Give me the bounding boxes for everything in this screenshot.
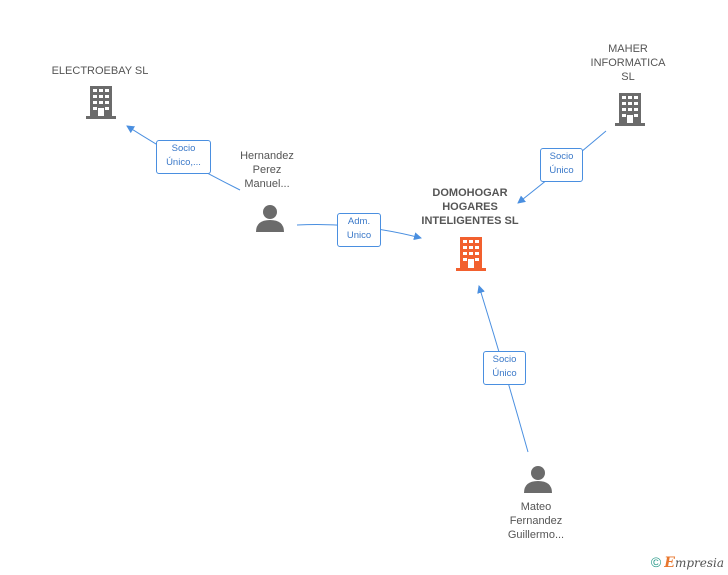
main-building-icon[interactable] <box>456 237 486 271</box>
node-label-mateo[interactable]: Mateo Fernandez Guillermo... <box>507 501 565 541</box>
brand-logo: Empresia <box>664 555 724 571</box>
edge-label-socio-unico-mateo: Socio Único <box>483 351 526 385</box>
footer-brand: © Empresia <box>651 554 724 571</box>
node-label-electroebay[interactable]: ELECTROEBAY SL <box>51 65 149 77</box>
node-label-hernandez[interactable]: Hernandez Perez Manuel... <box>240 150 294 190</box>
node-label-maher[interactable]: MAHER INFORMATICA SL <box>590 43 666 83</box>
node-label-domohogar[interactable]: DOMOHOGAR HOGARES INTELIGENTES SL <box>421 187 519 227</box>
person-icon[interactable] <box>524 466 552 493</box>
edge-label-socio-unico-maher: Socio Único <box>540 148 583 182</box>
person-icon[interactable] <box>256 205 284 232</box>
building-icon[interactable] <box>86 86 116 119</box>
edge-label-socio-unico-electroebay: Socio Único,... <box>156 140 211 174</box>
building-icon[interactable] <box>615 93 645 126</box>
copyright-icon: © <box>650 554 662 570</box>
edge-label-adm-unico: Adm. Unico <box>337 213 381 247</box>
